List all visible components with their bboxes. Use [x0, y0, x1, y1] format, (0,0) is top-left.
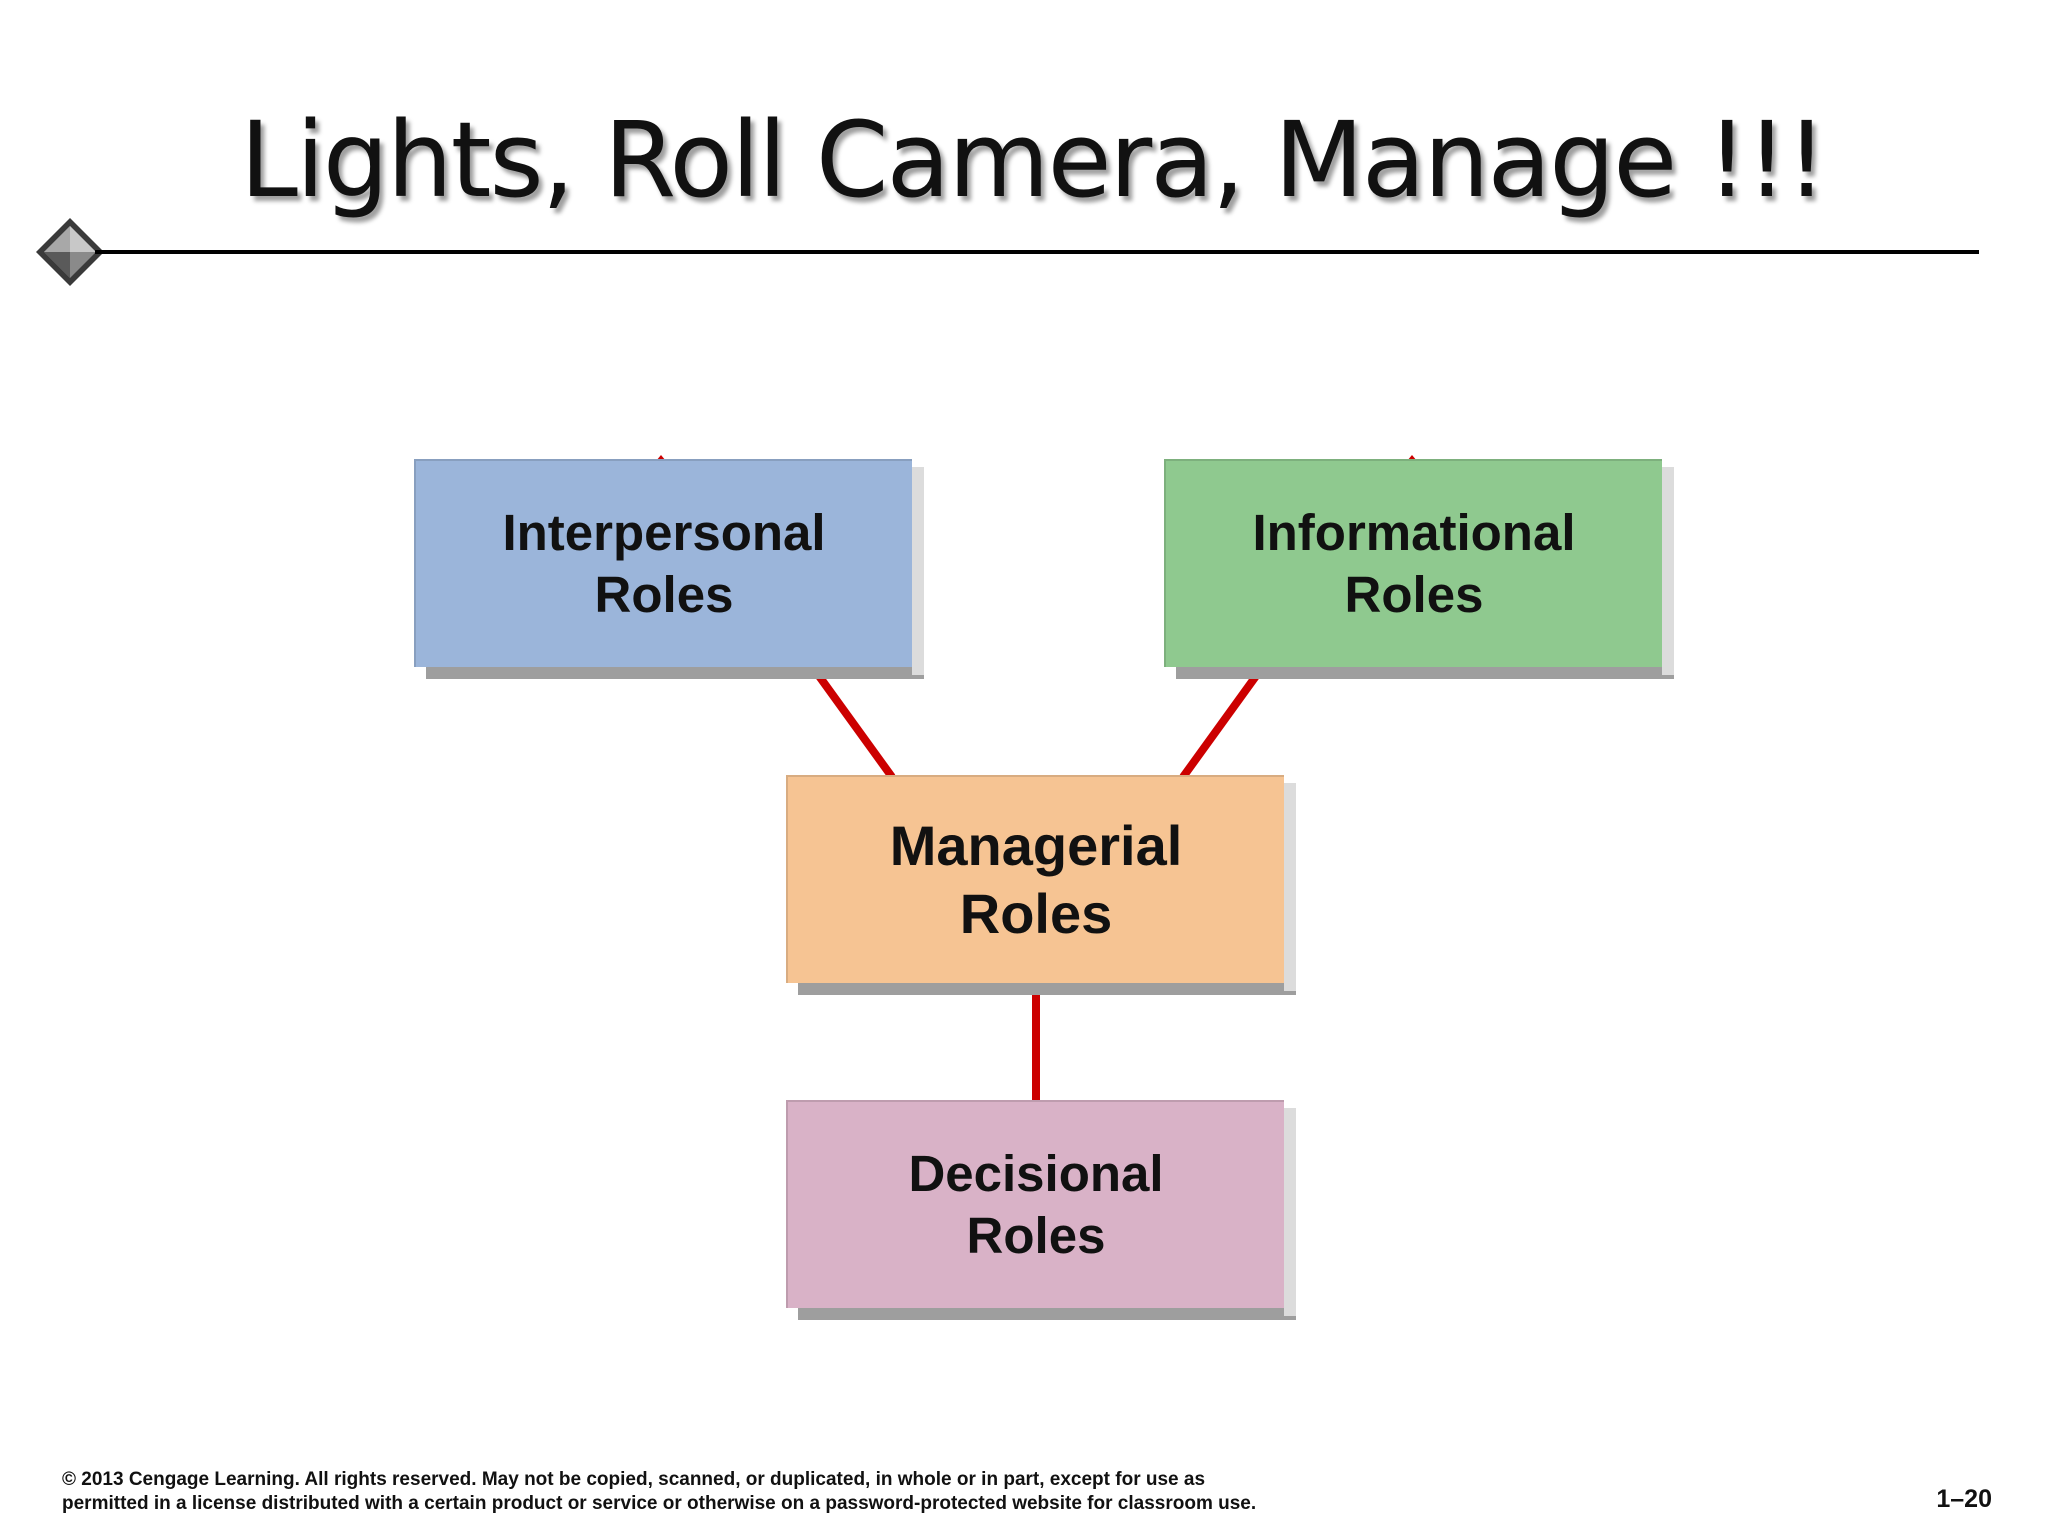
managerial-roles-box: Managerial Roles	[786, 775, 1296, 991]
connector-managerial-interpersonal	[815, 673, 896, 780]
title-divider	[95, 250, 1979, 254]
managerial-roles-label: Managerial Roles	[889, 814, 1183, 945]
informational-roles-label: Informational Roles	[1252, 504, 1576, 623]
slide-title: Lights, Roll Camera, Manage !!!	[240, 99, 1827, 221]
page-number: 1–20	[1936, 1485, 1992, 1513]
decisional-roles-label: Decisional Roles	[908, 1145, 1164, 1264]
interpersonal-roles-label: Interpersonal Roles	[502, 504, 826, 623]
decisional-roles-box: Decisional Roles	[786, 1100, 1296, 1316]
interpersonal-roles-box: Interpersonal Roles	[414, 459, 924, 675]
diamond-bullet-icon	[36, 218, 104, 286]
copyright-notice: © 2013 Cengage Learning. All rights rese…	[62, 1469, 1257, 1514]
informational-roles-box: Informational Roles	[1164, 459, 1674, 675]
connector-managerial-informational	[1179, 673, 1260, 780]
